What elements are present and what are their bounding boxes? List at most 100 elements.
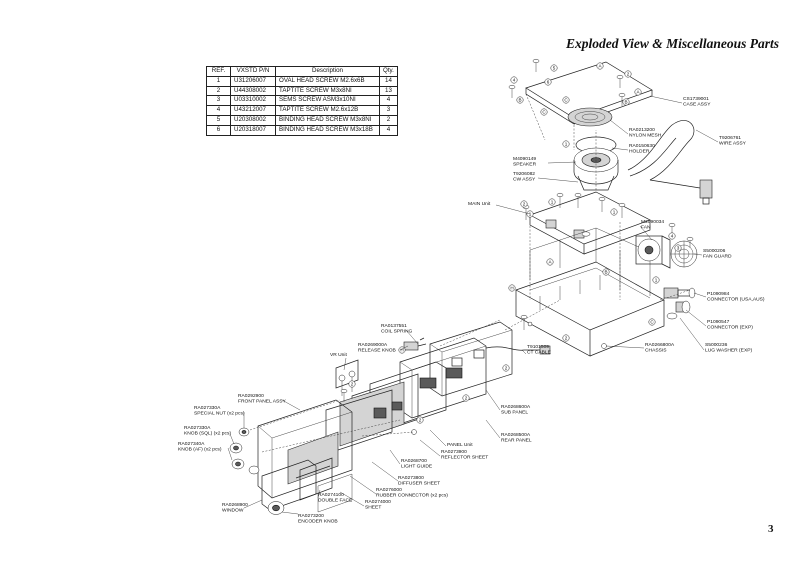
- part-label-line: SUB PANEL: [501, 409, 528, 415]
- svg-text:4: 4: [513, 78, 516, 83]
- svg-text:B: B: [604, 270, 607, 275]
- svg-text:B: B: [518, 98, 521, 103]
- part-label-line: DIFFUSER SHEET: [398, 480, 440, 486]
- part-label-line: T9101509: [527, 344, 549, 350]
- svg-text:4: 4: [671, 234, 674, 239]
- part-label-line: REFLECTOR SHEET: [441, 454, 488, 460]
- svg-text:2: 2: [465, 396, 468, 401]
- part-label-vr-unit: VR Unit: [330, 352, 347, 358]
- part-label-main-unit: MAIN Unit: [468, 201, 491, 207]
- part-label-line: T9206082: [513, 171, 535, 177]
- front-panel-assy: [257, 399, 353, 499]
- part-label-line: RA0266800A: [645, 342, 675, 348]
- svg-text:B: B: [624, 100, 627, 105]
- svg-text:5: 5: [553, 66, 556, 71]
- fan-guard: [670, 240, 698, 268]
- part-label-line: CT CABLE: [527, 349, 552, 355]
- svg-text:C: C: [564, 98, 568, 103]
- part-label-line: RA0268900: [222, 502, 248, 508]
- part-label-line: M2090034: [641, 219, 664, 225]
- window-stack: [261, 457, 353, 513]
- leader-lines: [227, 95, 719, 515]
- part-label-line: SPEAKER: [513, 161, 537, 167]
- part-label-line: ENCODER KNOB: [298, 518, 338, 524]
- part-label-line: M4090149: [513, 156, 536, 162]
- part-label-line: NYLON MESH: [629, 132, 662, 138]
- panel-unit-stack: [325, 361, 447, 455]
- part-label-line: SPECIAL NUT (x2 pcs): [194, 410, 245, 416]
- svg-text:C: C: [650, 320, 654, 325]
- part-label-line: CHASSIS: [645, 347, 667, 353]
- part-label-line: RA0268600A: [501, 404, 531, 410]
- part-label-line: RA0274100: [318, 492, 344, 498]
- knobs: [229, 427, 285, 515]
- vr-unit: [335, 359, 359, 396]
- part-label-line: CASE ASSY: [683, 101, 711, 107]
- cell-description: BINDING HEAD SCREW M3x18B: [275, 124, 380, 136]
- nylon-mesh: [567, 107, 613, 127]
- part-label-line: P1090547: [707, 319, 730, 325]
- svg-text:A: A: [636, 90, 640, 95]
- part-label-panel-unit: PANEL Unit: [447, 442, 473, 448]
- part-label-line: KNOB (AF) (x2 pcs): [178, 446, 222, 452]
- page-number: 3: [768, 523, 774, 535]
- svg-text:A: A: [548, 260, 552, 265]
- svg-text:2: 2: [565, 336, 568, 341]
- release-knob: [403, 337, 427, 351]
- part-label-line: RA0273900: [441, 449, 467, 455]
- part-label-line: LIGHT GUIDE: [401, 463, 433, 469]
- part-label-line: LUG WASHER (EXP): [705, 347, 752, 353]
- svg-text:6: 6: [547, 80, 550, 85]
- svg-text:1: 1: [613, 210, 616, 215]
- part-label-line: RA027330A: [184, 425, 211, 431]
- part-label-line: COIL SPRING: [381, 328, 413, 334]
- part-label-line: CS1739001: [683, 96, 709, 102]
- part-label-line: PANEL Unit: [447, 442, 473, 448]
- part-label-line: RA0150630: [629, 143, 655, 149]
- part-label-line: WINDOW: [222, 507, 244, 513]
- svg-text:A: A: [598, 64, 602, 69]
- part-label-line: VR Unit: [330, 352, 347, 358]
- part-label-line: S5000206: [703, 248, 726, 254]
- part-label-line: RA0292900: [238, 393, 264, 399]
- part-label-line: RA0273200: [298, 513, 324, 519]
- part-label-line: P1090984: [707, 291, 730, 297]
- svg-text:2: 2: [351, 382, 354, 387]
- part-label-line: RA027330A: [194, 405, 221, 411]
- part-label-line: WIRE ASSY: [719, 140, 747, 146]
- svg-text:1: 1: [565, 142, 568, 147]
- svg-text:C: C: [542, 110, 546, 115]
- part-label-line: KNOB (SQL) (x2 pcs): [184, 430, 231, 436]
- callout-markers: 5 A 2 4 6 B C A C B 1 1 1 2 1 4 3 A H B …: [348, 62, 682, 424]
- main-unit: [529, 191, 651, 255]
- rear-panel: [429, 321, 513, 397]
- assembly-guides: [249, 130, 691, 453]
- fan: [635, 235, 671, 269]
- ct-cable: [485, 345, 551, 355]
- part-label-line: RA0269000A: [358, 342, 388, 348]
- part-label-line: RA0137551: [381, 323, 407, 329]
- svg-text:3: 3: [677, 246, 680, 251]
- part-label-line: CONNECTOR (EXP): [707, 324, 753, 330]
- svg-text:2: 2: [627, 72, 630, 77]
